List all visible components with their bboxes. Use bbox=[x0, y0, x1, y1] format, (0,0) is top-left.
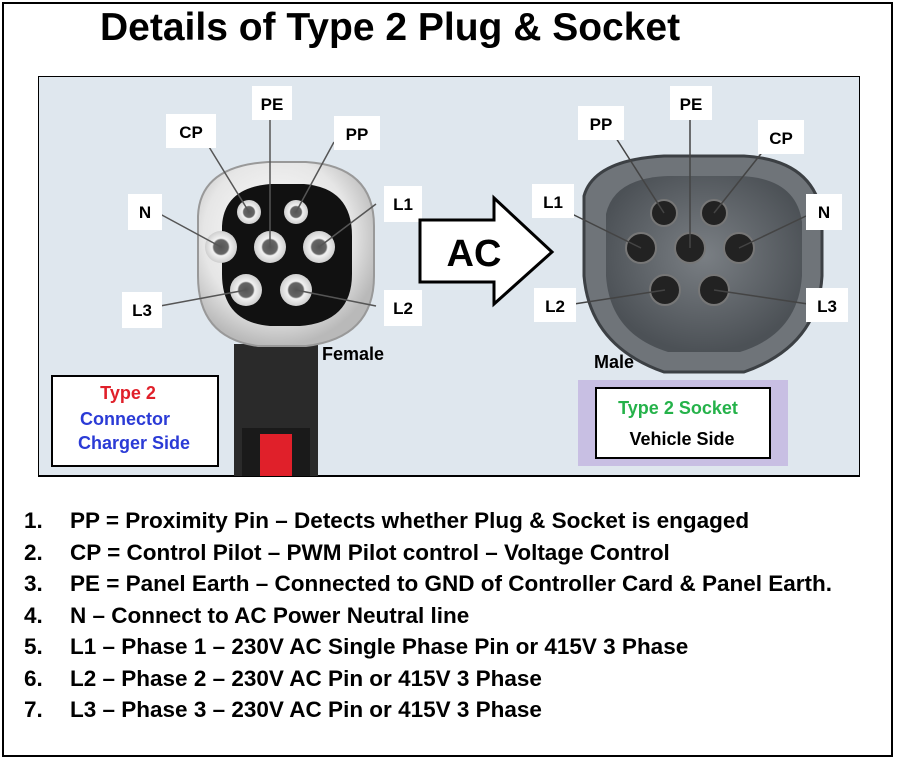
plug-label-l2: L2 bbox=[393, 299, 413, 318]
socket-label-l2: L2 bbox=[545, 297, 565, 316]
plug-info-box: Type 2 Connector Charger Side bbox=[51, 375, 219, 467]
plug-box-line2: Connector bbox=[80, 409, 170, 429]
list-text: PE = Panel Earth – Connected to GND of C… bbox=[70, 571, 833, 596]
list-item: 5. L1 – Phase 1 – 230V AC Single Phase Pi… bbox=[24, 631, 897, 663]
plug-box-line1: Type 2 bbox=[100, 383, 156, 403]
socket-label-l3: L3 bbox=[817, 297, 837, 316]
plug-label-l3: L3 bbox=[132, 301, 152, 320]
plug-graphic bbox=[159, 120, 377, 476]
list-text: PP = Proximity Pin – Detects whether Plu… bbox=[70, 508, 750, 533]
list-number: 6. bbox=[24, 665, 43, 691]
socket-pin-labels: PP PE CP L1 N L2 L3 bbox=[532, 86, 848, 322]
list-item: 3. PE = Panel Earth – Connected to GND of… bbox=[24, 568, 897, 600]
list-number: 7. bbox=[24, 697, 43, 722]
ac-arrow: AC bbox=[418, 194, 555, 308]
plug-pin-labels: CP PE PP N L1 L3 L2 bbox=[122, 86, 422, 328]
plug-label-pe: PE bbox=[261, 95, 284, 114]
plug-box-line3: Charger Side bbox=[78, 433, 190, 453]
list-text: N – Connect to AC Power Neutral line bbox=[70, 602, 470, 628]
socket-gender-label: Male bbox=[594, 352, 634, 372]
list-number: 5. bbox=[24, 634, 43, 659]
list-text: L3 – Phase 3 – 230V AC Pin or 415V 3 Pha… bbox=[70, 697, 542, 722]
socket-box-line2: Vehicle Side bbox=[629, 429, 734, 449]
list-item: 2. CP = Control Pilot – PWM Pilot control… bbox=[24, 537, 897, 569]
list-number: 2. bbox=[24, 539, 43, 565]
list-item: 7. L3 – Phase 3 – 230V AC Pin or 415V 3 P… bbox=[24, 694, 897, 726]
page-title: Details of Type 2 Plug & Socket bbox=[100, 6, 681, 49]
pin-description-list: 1. PP = Proximity Pin – Detects whether P… bbox=[24, 505, 897, 726]
ac-arrow-label: AC bbox=[447, 233, 502, 275]
socket-label-pp: PP bbox=[590, 115, 613, 134]
list-number: 1. bbox=[24, 508, 43, 533]
list-item: 6. L2 – Phase 2 – 230V AC Pin or 415V 3 P… bbox=[24, 663, 897, 695]
list-number: 3. bbox=[24, 571, 43, 596]
socket-label-n: N bbox=[818, 203, 830, 222]
plug-label-l1: L1 bbox=[393, 195, 413, 214]
socket-label-cp: CP bbox=[769, 129, 793, 148]
plug-socket-diagram: CP PE PP N L1 L3 L2 Female Type 2 Connec… bbox=[38, 76, 860, 477]
plug-label-pp: PP bbox=[346, 125, 369, 144]
socket-box-line1: Type 2 Socket bbox=[618, 398, 738, 418]
socket-graphic bbox=[571, 116, 824, 374]
list-text: L2 – Phase 2 – 230V AC Pin or 415V 3 Pha… bbox=[70, 665, 542, 691]
list-item: 4. N – Connect to AC Power Neutral line bbox=[24, 600, 897, 632]
list-item: 1. PP = Proximity Pin – Detects whether P… bbox=[24, 505, 897, 537]
plug-label-cp: CP bbox=[179, 123, 203, 142]
list-text: CP = Control Pilot – PWM Pilot control –… bbox=[70, 539, 670, 565]
socket-info-box: Type 2 Socket Vehicle Side bbox=[578, 380, 788, 466]
socket-label-pe: PE bbox=[680, 95, 703, 114]
socket-label-l1: L1 bbox=[543, 193, 563, 212]
plug-label-n: N bbox=[139, 203, 151, 222]
plug-gender-label: Female bbox=[322, 344, 384, 364]
list-text: L1 – Phase 1 – 230V AC Single Phase Pin … bbox=[70, 634, 689, 659]
list-number: 4. bbox=[24, 602, 43, 628]
